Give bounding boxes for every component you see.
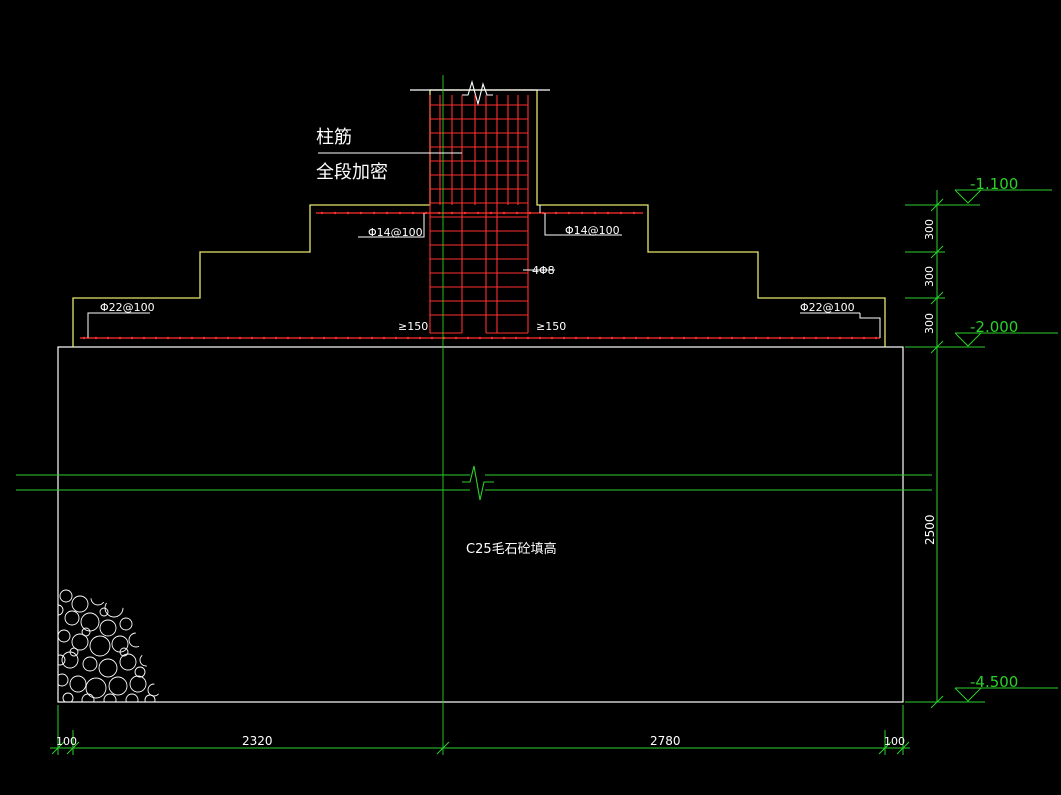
rubble-stone — [134, 666, 146, 678]
rubble-stone — [144, 694, 156, 702]
rubble-stone — [125, 693, 139, 702]
rubble-stone-hatch — [58, 589, 161, 702]
horizontal-dimension-lines — [50, 705, 910, 755]
rubble-stone — [61, 651, 79, 669]
elevation-top: -1.100 — [970, 175, 1018, 193]
top-bar-label-right: Φ14@100 — [565, 224, 620, 237]
vertical-dimension-lines — [905, 190, 985, 709]
rubble-stone — [99, 619, 117, 637]
rubble-stone — [82, 656, 98, 672]
vdim-fill-height: 2500 — [923, 514, 937, 545]
rubble-stone — [85, 677, 107, 699]
rubble-stone — [69, 675, 87, 693]
stirrup-label: 4Φ8 — [532, 264, 555, 277]
bottom-mat-rebar-dots — [82, 336, 878, 340]
column-rebar-label-line2: 全段加密 — [316, 162, 388, 183]
column-rebar-label-line1: 柱筋 — [316, 127, 352, 148]
rubble-stone — [64, 610, 80, 626]
rubble-stone — [71, 595, 89, 613]
elevation-markers — [954, 189, 1058, 702]
hdim-right-span: 2780 — [650, 734, 681, 748]
rubble-stone — [81, 627, 91, 637]
top-mat-rebar-dots — [320, 211, 636, 215]
rubble-stone — [108, 676, 128, 696]
rubble-stone — [62, 692, 74, 702]
rubble-stone — [111, 635, 129, 653]
hdim-left-span: 2320 — [242, 734, 273, 748]
rubble-stone — [58, 604, 64, 616]
annotation-leaders — [87, 152, 881, 338]
anchor-label-left: ≥150 — [398, 320, 428, 333]
rubble-stone — [103, 693, 117, 702]
rubble-stone — [119, 647, 129, 657]
top-bar-label-left: Φ14@100 — [368, 226, 423, 239]
rubble-stone — [58, 673, 69, 687]
rubble-stone — [58, 629, 71, 643]
column-break-mark — [462, 80, 493, 107]
anchor-label-right: ≥150 — [536, 320, 566, 333]
rubble-stone — [119, 653, 137, 671]
rubble-stone — [89, 635, 111, 657]
fill-break-line — [16, 465, 932, 501]
bottom-bar-label-right: Φ22@100 — [800, 301, 855, 314]
rubble-stone — [128, 632, 144, 648]
rubble-stone — [59, 589, 73, 603]
elevation-bottom: -4.500 — [970, 673, 1018, 691]
vdim-step1: 300 — [923, 219, 936, 240]
vdim-step2: 300 — [923, 266, 936, 287]
rubble-stone — [81, 693, 95, 702]
rubble-fill-block — [57, 346, 904, 703]
rubble-stone — [147, 683, 161, 697]
elevation-middle: -2.000 — [970, 318, 1018, 336]
rubble-stone — [58, 654, 66, 666]
rubble-stone — [99, 607, 109, 617]
rubble-stone — [119, 617, 133, 631]
hdim-left-edge: 100 — [56, 735, 77, 748]
rubble-stone — [139, 653, 153, 667]
column-rebar-cage — [429, 95, 529, 334]
rubble-stone — [90, 590, 106, 606]
rubble-stone — [69, 647, 79, 657]
rubble-stone — [98, 658, 118, 678]
rubble-stone — [129, 675, 147, 693]
bottom-bar-label-left: Φ22@100 — [100, 301, 155, 314]
stepped-footing-outline — [72, 89, 886, 347]
vdim-step3: 300 — [923, 313, 936, 334]
rubble-stone — [71, 633, 89, 651]
fill-material-label: C25毛石砼填高 — [466, 541, 557, 557]
hdim-right-edge: 100 — [884, 735, 905, 748]
